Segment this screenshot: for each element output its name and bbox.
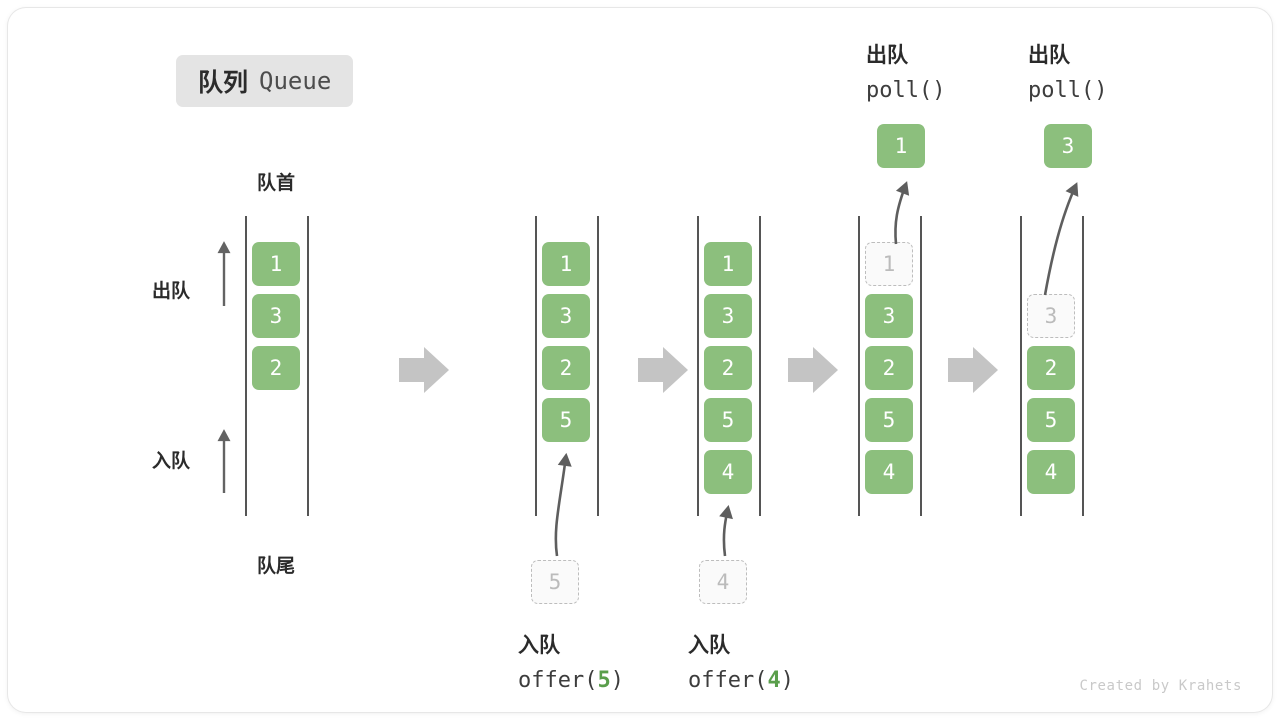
queue-rail-left bbox=[1020, 216, 1022, 516]
popped-box-1: 1 bbox=[877, 124, 925, 168]
caption-poll-2-cn: 出队 bbox=[1028, 44, 1070, 67]
queue-cell: 2 bbox=[865, 346, 913, 390]
queue-cell: 4 bbox=[704, 450, 752, 494]
label-enqueue: 入队 bbox=[152, 451, 191, 472]
popped-box-3: 3 bbox=[1044, 124, 1092, 168]
caption-poll-2-code: poll() bbox=[1028, 78, 1108, 103]
pending-box-4: 4 bbox=[699, 560, 747, 604]
queue-cell: 5 bbox=[865, 398, 913, 442]
pending-box-5: 5 bbox=[531, 560, 579, 604]
queue-cell: 2 bbox=[704, 346, 752, 390]
caption-poll-2: 出队 poll() bbox=[1028, 38, 1107, 108]
queue-cell: 3 bbox=[542, 294, 590, 338]
queue-cell: 3 bbox=[252, 294, 300, 338]
label-dequeue: 出队 bbox=[152, 281, 191, 302]
arrow-overlay bbox=[217, 181, 1079, 557]
diagram-title-badge: 队列 Queue bbox=[176, 55, 354, 107]
queue-cell: 2 bbox=[1027, 346, 1075, 390]
queue-cell: 4 bbox=[865, 450, 913, 494]
title-cn: 队列 bbox=[198, 69, 249, 97]
queue-rail-right bbox=[307, 216, 309, 516]
caption-offer-4-code: offer(4) bbox=[688, 663, 794, 698]
offer-4-close: ) bbox=[780, 668, 794, 693]
offer-4-arrow bbox=[719, 504, 733, 557]
offer-5-fn: offer( bbox=[518, 668, 598, 693]
queue-rail-right bbox=[1082, 216, 1084, 516]
caption-poll-1-code: poll() bbox=[866, 78, 946, 103]
caption-offer-4: 入队 offer(4) bbox=[688, 628, 794, 698]
queue-cell: 5 bbox=[1027, 398, 1075, 442]
queue-rail-right bbox=[597, 216, 599, 516]
queue-rail-left bbox=[858, 216, 860, 516]
step-arrow-4 bbox=[948, 347, 998, 393]
caption-offer-4-cn: 入队 bbox=[688, 634, 730, 657]
caption-offer-5: 入队 offer(5) bbox=[518, 628, 624, 698]
queue-cell: 1 bbox=[865, 242, 913, 286]
label-rear: 队尾 bbox=[256, 556, 295, 577]
step-arrow-3 bbox=[788, 347, 838, 393]
queue-cell: 5 bbox=[542, 398, 590, 442]
offer-4-fn: offer( bbox=[688, 668, 768, 693]
label-front: 队首 bbox=[256, 173, 295, 194]
offer-5-close: ) bbox=[610, 668, 624, 693]
step-arrow-2 bbox=[638, 347, 688, 393]
offer-5-arg: 5 bbox=[597, 668, 611, 693]
caption-offer-5-cn: 入队 bbox=[518, 634, 560, 657]
queue-cell: 3 bbox=[704, 294, 752, 338]
caption-offer-5-code: offer(5) bbox=[518, 663, 624, 698]
poll-1-arrow bbox=[894, 181, 910, 245]
queue-cell: 2 bbox=[542, 346, 590, 390]
credit-text: Created by Krahets bbox=[1079, 678, 1242, 694]
queue-cell: 1 bbox=[252, 242, 300, 286]
diagram-card: 队列 Queue 队首 队尾 出队 入队 入队 offer(5) 入队 offe… bbox=[8, 8, 1272, 712]
queue-cell: 5 bbox=[704, 398, 752, 442]
caption-poll-1: 出队 poll() bbox=[866, 38, 945, 108]
poll-2-arrow bbox=[1043, 182, 1079, 296]
queue-rail-left bbox=[697, 216, 699, 516]
queue-rail-left bbox=[535, 216, 537, 516]
queue-rail-right bbox=[759, 216, 761, 516]
queue-cell: 4 bbox=[1027, 450, 1075, 494]
queue-cell: 2 bbox=[252, 346, 300, 390]
caption-poll-1-cn: 出队 bbox=[866, 44, 908, 67]
offer-5-arrow bbox=[554, 452, 572, 557]
offer-4-arg: 4 bbox=[767, 668, 781, 693]
queue-cell: 1 bbox=[704, 242, 752, 286]
title-en: Queue bbox=[259, 67, 332, 95]
queue-cell: 1 bbox=[542, 242, 590, 286]
queue-cell: 3 bbox=[1027, 294, 1075, 338]
queue-rail-left bbox=[245, 216, 247, 516]
step-arrow-1 bbox=[399, 347, 449, 393]
queue-rail-right bbox=[920, 216, 922, 516]
queue-cell: 3 bbox=[865, 294, 913, 338]
